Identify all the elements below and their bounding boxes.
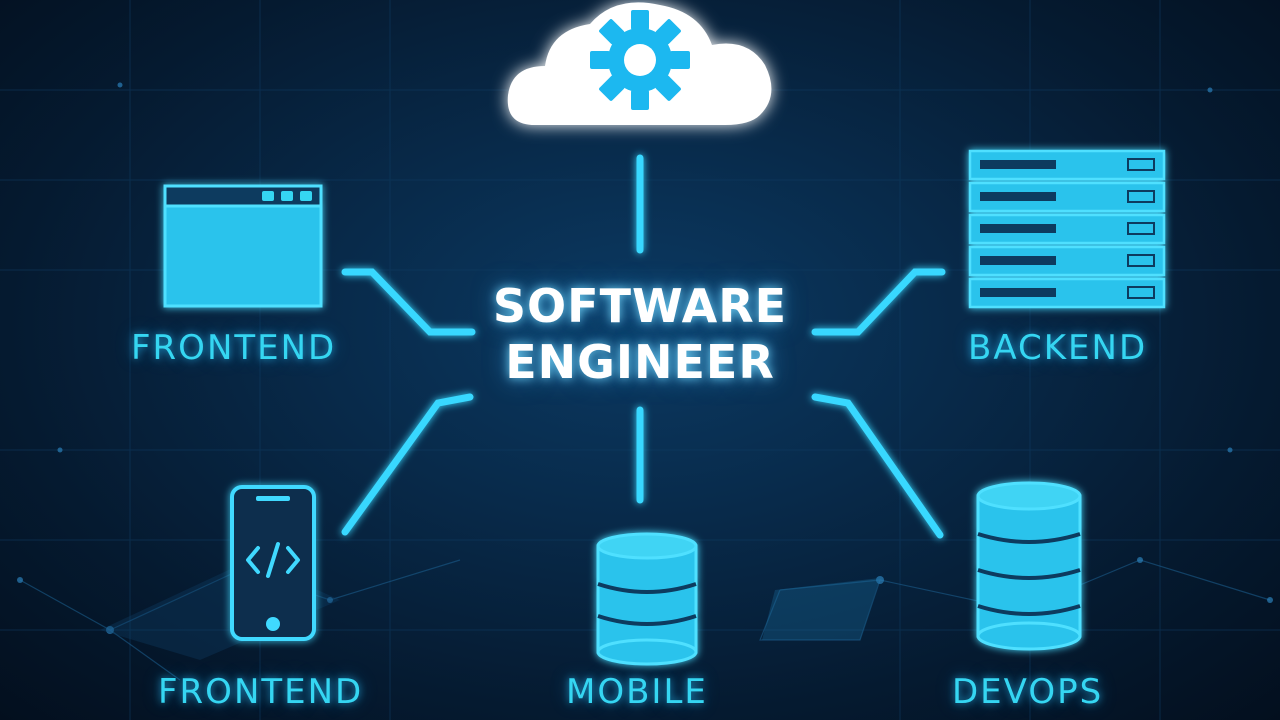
label-mobile: MOBILE (566, 672, 708, 712)
connector-bottom-left (341, 393, 474, 536)
label-frontend-bottom: FRONTEND (158, 672, 364, 712)
title-line-1: SOFTWARE (492, 279, 788, 333)
connectors (341, 154, 946, 539)
connector-top-left (341, 268, 476, 336)
label-frontend-top: FRONTEND (131, 328, 337, 368)
server-rack-icon (968, 149, 1166, 309)
database-icon (596, 532, 698, 666)
mobile-code-icon (230, 485, 316, 641)
label-devops: DEVOPS (952, 672, 1104, 712)
connector-bottom-right (811, 393, 944, 539)
browser-window-icon (163, 184, 323, 308)
database-stack-icon (976, 481, 1082, 651)
cloud-gear-icon (507, 2, 772, 125)
diagram-title: SOFTWARE ENGINEER (440, 278, 840, 390)
connector-top-right (811, 268, 946, 336)
title-line-2: ENGINEER (505, 335, 775, 389)
background-plane-right (762, 578, 880, 640)
label-backend: BACKEND (968, 328, 1148, 368)
background-nodes (17, 82, 1273, 634)
